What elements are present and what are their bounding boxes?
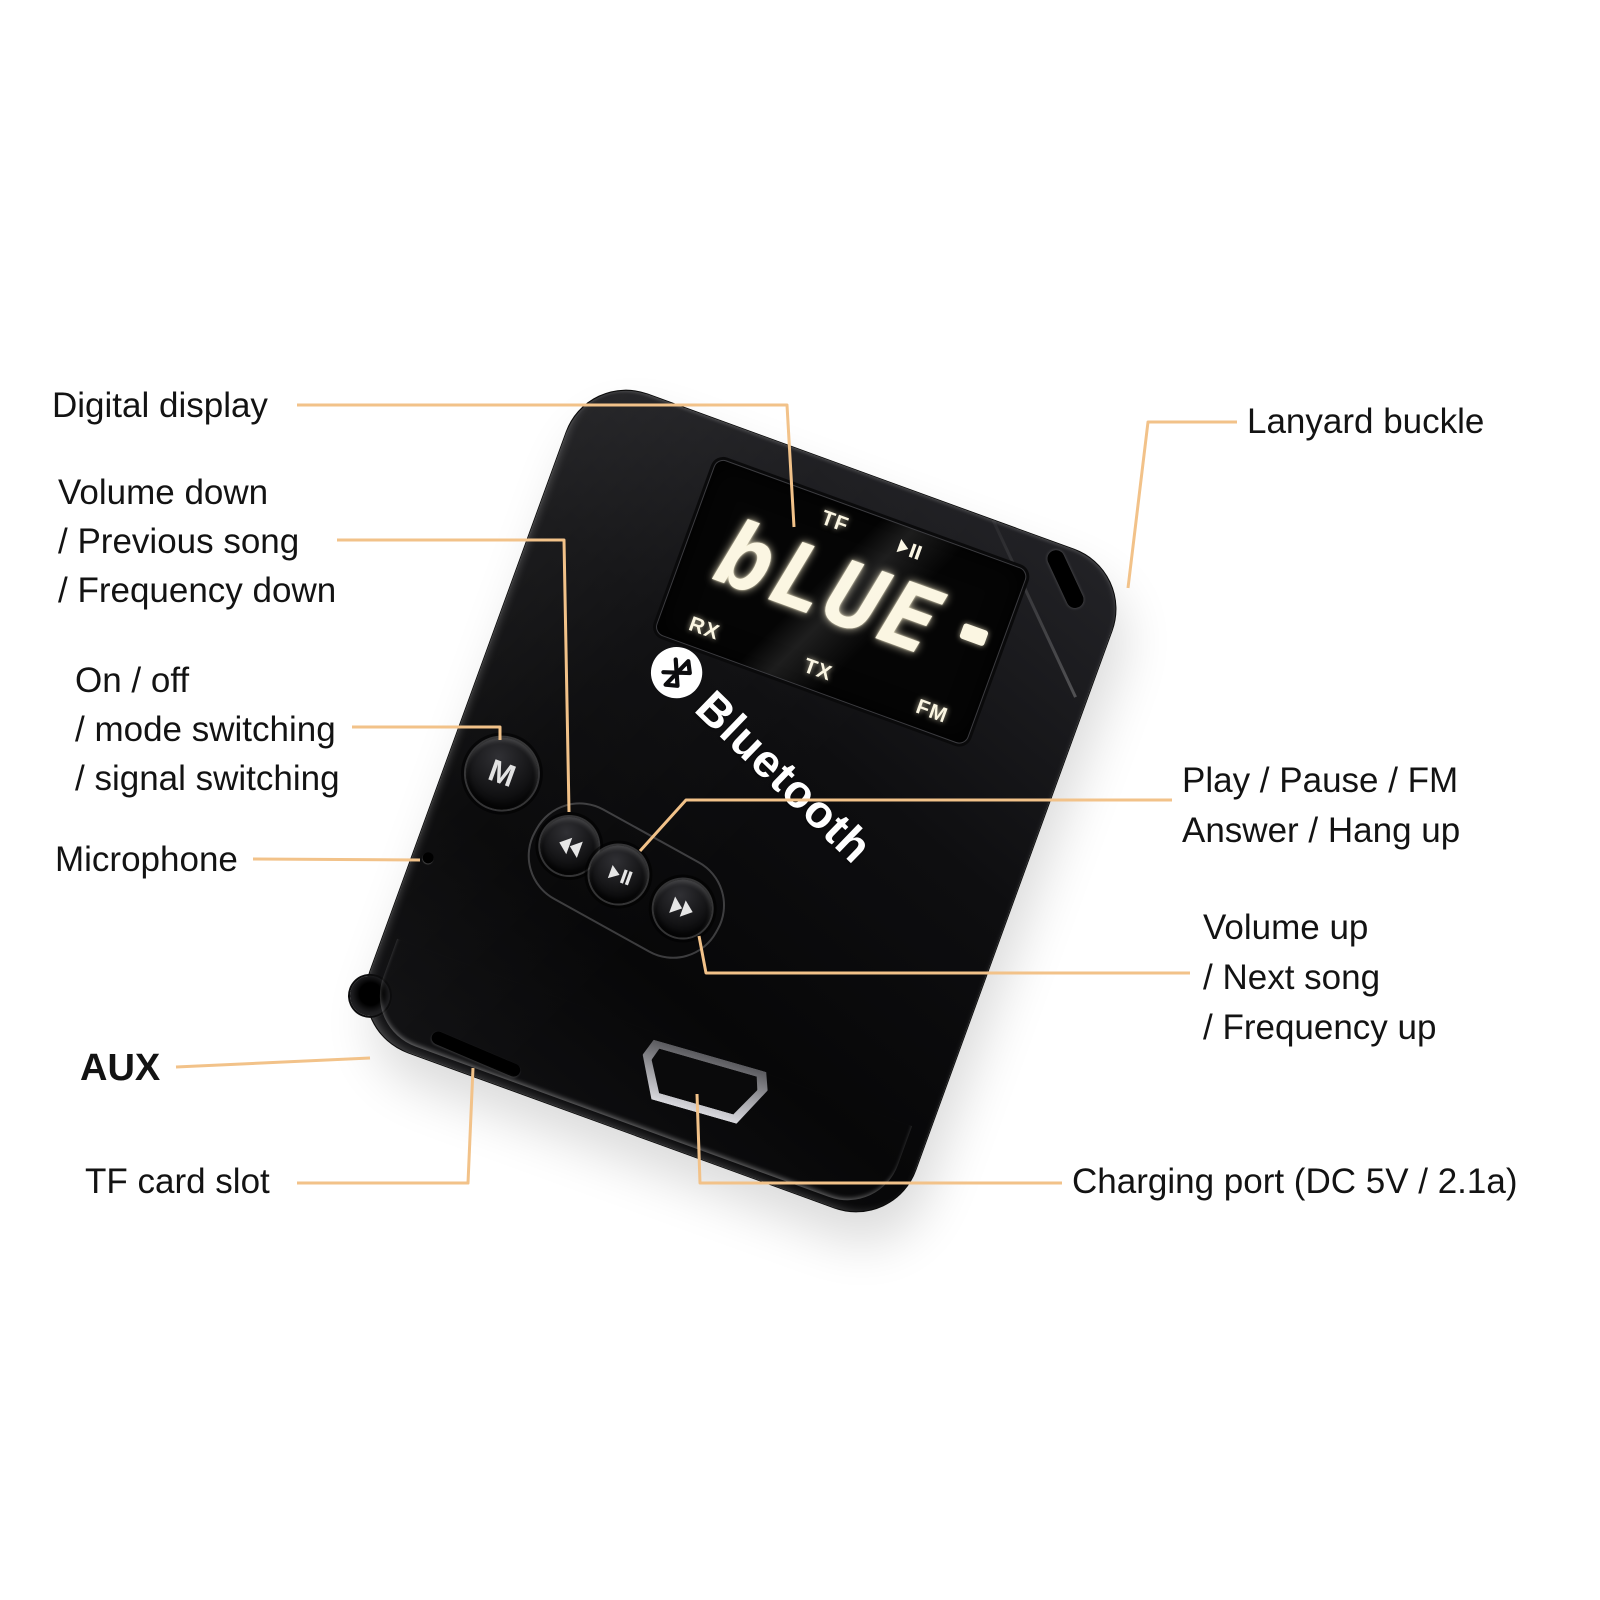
play-pause-label: Play / Pause / FM Answer / Hang up	[1182, 756, 1460, 856]
previous-track-button	[532, 808, 607, 884]
digital-display: TF bLUE RX TX FM	[653, 457, 1030, 747]
power-mode-label: On / off / mode switching / signal switc…	[75, 656, 340, 803]
charging-port-label: Charging port (DC 5V / 2.1a)	[1072, 1160, 1517, 1204]
lanyard-buckle-label: Lanyard buckle	[1247, 400, 1484, 444]
volume-up-label: Volume up / Next song / Frequency up	[1203, 903, 1436, 1053]
label-line: Volume up	[1203, 908, 1369, 947]
microphone-label: Microphone	[55, 838, 238, 882]
label-line: Charging port (DC 5V / 2.1a)	[1072, 1162, 1518, 1201]
skip-back-icon	[559, 837, 583, 859]
next-track-button	[645, 871, 720, 946]
label-line: AUX	[80, 1047, 161, 1089]
bottom-edge-highlight	[365, 939, 912, 1216]
label-line: Lanyard buckle	[1247, 402, 1485, 441]
lanyard-buckle-hole	[1044, 547, 1087, 611]
callout-line-lanyard	[1126, 420, 1237, 589]
label-line: / Frequency up	[1203, 1008, 1437, 1047]
label-line: Answer / Hang up	[1182, 811, 1461, 850]
label-line: TF card slot	[85, 1162, 270, 1201]
label-line: Digital display	[52, 386, 268, 425]
label-line: / Previous song	[58, 522, 300, 561]
play-pause-indicator-icon	[892, 536, 924, 567]
bluetooth-logo: Bluetooth	[637, 633, 884, 874]
mode-button-label: M	[484, 752, 521, 794]
label-line: / Frequency down	[58, 571, 337, 610]
bluetooth-icon	[650, 646, 703, 699]
label-line: On / off	[75, 661, 190, 700]
volume-down-label: Volume down / Previous song / Frequency …	[58, 468, 336, 615]
callout-line-aux	[175, 1056, 371, 1069]
label-line: Play / Pause / FM	[1182, 761, 1459, 800]
callout-line-microphone	[252, 857, 421, 862]
rx-indicator: RX	[685, 612, 723, 645]
fm-indicator: FM	[912, 695, 952, 728]
brand-text: Bluetooth	[685, 680, 883, 874]
tf-card-slot-label: TF card slot	[85, 1160, 270, 1204]
label-line: / Next song	[1203, 958, 1381, 997]
label-line: Microphone	[55, 840, 238, 879]
digital-display-label: Digital display	[52, 384, 268, 428]
callout-line-tf-card	[297, 1067, 475, 1185]
skip-forward-icon	[669, 896, 693, 917]
mode-power-button: M	[455, 727, 549, 820]
aux-label: AUX	[80, 1044, 160, 1092]
play-pause-button	[581, 837, 656, 912]
label-line: / signal switching	[75, 759, 340, 798]
tx-indicator: TX	[800, 654, 836, 686]
label-line: / mode switching	[75, 710, 336, 749]
play-pause-icon	[607, 864, 633, 886]
bluetooth-device: TF bLUE RX TX FM Bluetooth	[344, 371, 1135, 1231]
label-line: Volume down	[58, 473, 269, 512]
microphone-hole	[421, 850, 436, 865]
